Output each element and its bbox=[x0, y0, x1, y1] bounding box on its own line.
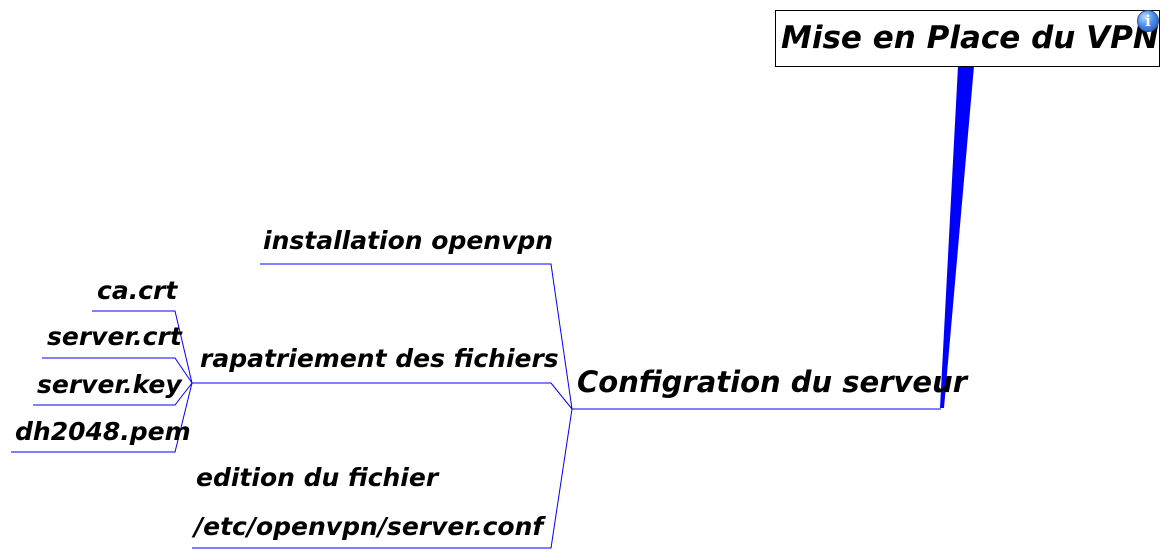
root-node[interactable]: Mise en Place du VPN bbox=[775, 10, 1160, 67]
branch-edition-label-line1[interactable]: edition du fichier bbox=[196, 463, 439, 492]
file-leaf-dh2048-pem[interactable]: dh2048.pem bbox=[15, 417, 191, 446]
branch-connector-rapatriement bbox=[192, 382, 573, 410]
root-title: Mise en Place du VPN bbox=[781, 20, 1159, 56]
branch-connector-edition bbox=[192, 408, 573, 549]
file-leaf-server-key[interactable]: server.key bbox=[37, 370, 182, 399]
file-leaf-ca-crt[interactable]: ca.crt bbox=[97, 276, 178, 305]
branch-connector-installation bbox=[260, 263, 573, 410]
branch-edition-label-line2[interactable]: /etc/openvpn/server.conf bbox=[194, 512, 544, 541]
leaf-connector-server-key bbox=[33, 382, 193, 406]
info-icon[interactable]: i bbox=[1137, 10, 1159, 32]
branch-rapatriement-label[interactable]: rapatriement des fichiers bbox=[200, 344, 559, 373]
leaf-connector-server-crt bbox=[42, 357, 193, 384]
main-branch-label[interactable]: Configration du serveur bbox=[577, 365, 968, 399]
file-leaf-server-crt[interactable]: server.crt bbox=[47, 322, 182, 351]
root-connector bbox=[940, 66, 974, 408]
leaf-connector-ca-crt bbox=[92, 310, 193, 384]
leaf-connector-dh2048 bbox=[11, 382, 193, 453]
branch-installation-label[interactable]: installation openvpn bbox=[263, 226, 554, 255]
